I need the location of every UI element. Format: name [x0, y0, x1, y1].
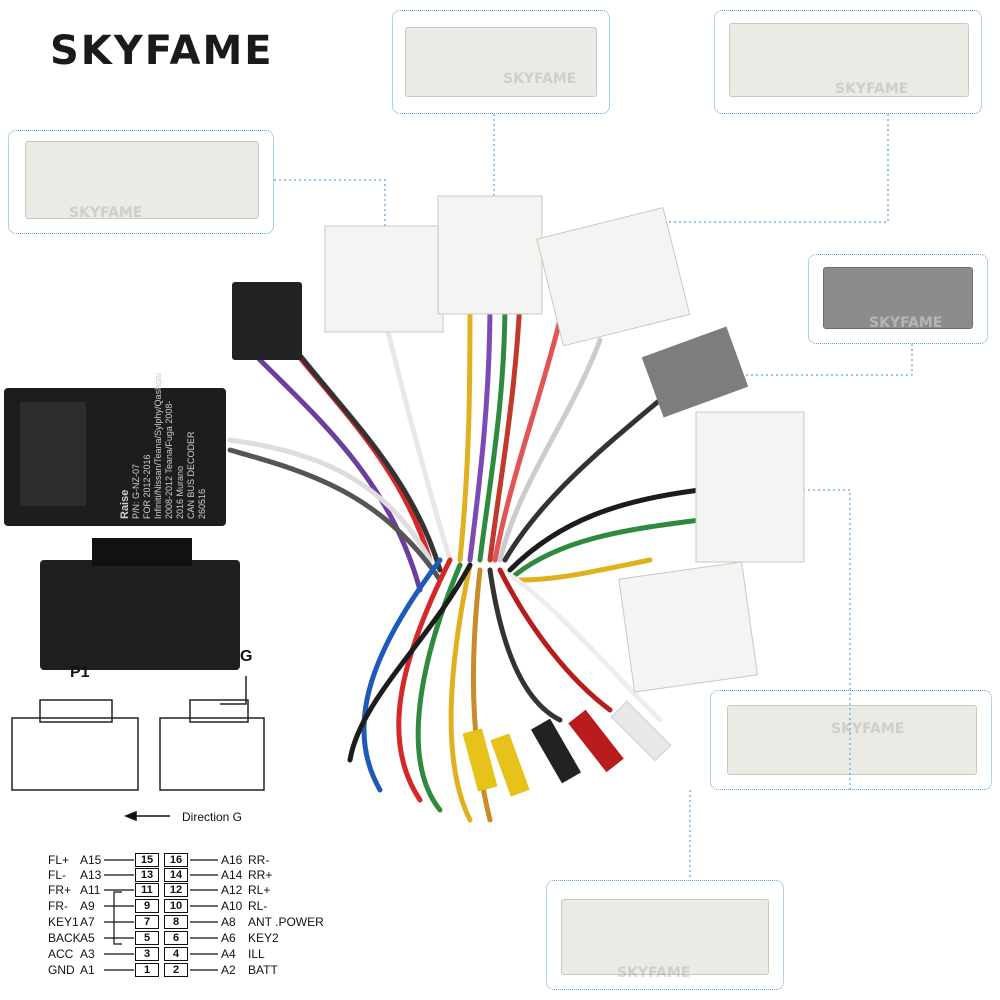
callout-connector-bottom: SKYFAME: [546, 880, 784, 990]
watermark: SKYFAME: [835, 81, 909, 97]
callout-connector-top-center: SKYFAME: [392, 10, 610, 114]
decoder-desc2: 2008-2012 Teana/Fuga 2008-2016 Murano: [164, 400, 185, 519]
connector-face-view: [729, 23, 969, 97]
callout-connector-lower-right: SKYFAME: [710, 690, 992, 790]
connector-face-view: [823, 267, 973, 329]
direction-label: Direction G: [182, 810, 243, 824]
connector-face-view: [727, 705, 977, 775]
callout-connector-top-right: SKYFAME: [714, 10, 982, 114]
watermark: SKYFAME: [831, 721, 905, 737]
decoder-subtitle: CAN BUS DECODER: [186, 431, 196, 519]
decoder-desc: FOR 2012-2016 Infiniti/Nissan/Teana/Sylp…: [142, 372, 163, 519]
connector-face-view: [405, 27, 597, 97]
watermark: SKYFAME: [69, 205, 143, 221]
connector-p1-label: P1: [70, 664, 90, 681]
watermark: SKYFAME: [617, 965, 691, 981]
callout-connector-left: SKYFAME: [8, 130, 274, 234]
callout-connector-gray: SKYFAME: [808, 254, 988, 344]
decoder-label-text: Raise P/N: G-NZ-07 FOR 2012-2016 Infinit…: [119, 372, 210, 519]
brand-logo: SKYFAME: [50, 28, 274, 74]
decoder-title: Raise: [119, 489, 131, 519]
connector-g-label: G: [240, 648, 253, 665]
can-bus-decoder: [4, 388, 226, 526]
decoder-lot: 260516: [197, 488, 207, 519]
decoder-label-panel: [20, 402, 86, 506]
decoder-pn: P/N: G-NZ-07: [131, 463, 141, 519]
connector-face-view: [25, 141, 259, 219]
watermark: SKYFAME: [503, 71, 577, 87]
watermark: SKYFAME: [869, 315, 943, 331]
connector-face-view: [561, 899, 769, 975]
